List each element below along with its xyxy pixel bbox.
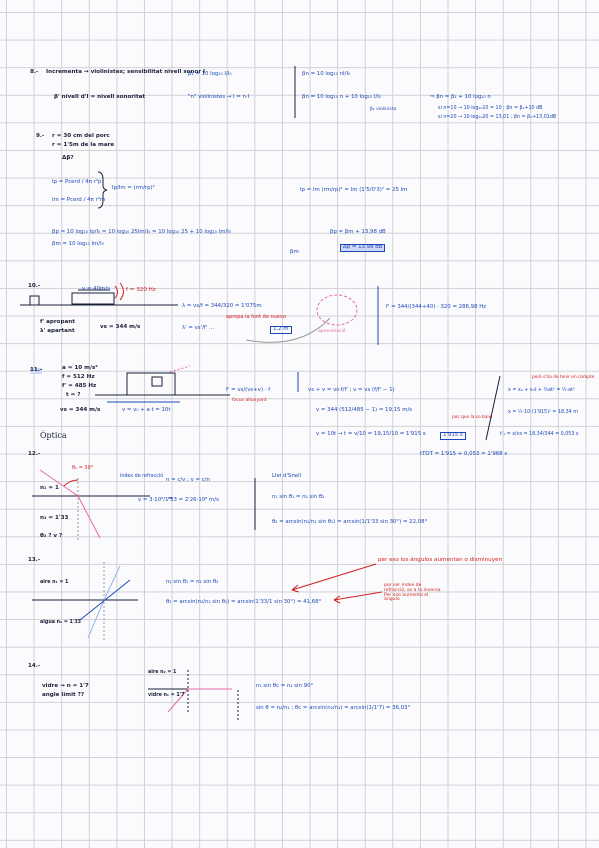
p11-answer-1: 1'915 s: [440, 432, 466, 440]
p10-answer-1: 1,2 m: [270, 326, 292, 334]
p11-velocity-eq: v = v₀ + a·t = 10t: [122, 407, 171, 413]
p10-sound-speed: vs = 344 m/s: [100, 324, 141, 330]
p8-formula-1: β₁ = 10 log₁₀ I/I₀: [188, 71, 232, 77]
p10-answer-2: f' = 344/(344+40) · 320 = 286,98 Hz: [386, 304, 487, 310]
problem-14-number: 14.-: [28, 663, 41, 669]
p14-medium-1: aire n₂ = 1: [148, 670, 177, 675]
problem-10-number: 10.-: [28, 283, 41, 289]
p8-statement-1: Incrementa → violinistes; sensibilitat n…: [46, 69, 206, 75]
p8-result-1: ⇒ βn = β₁ + 10 log₁₀ n: [430, 94, 491, 100]
p14-result: sin θ = n₂/n₁ ; θc = arcsin(n₂/n₁) = arc…: [256, 705, 411, 711]
p10-given-2: λ' apartant: [40, 328, 75, 334]
p9-ip-result: Ip = Im (rm/rp)² = Im (1'5/0'3)² = 25 Im: [300, 187, 408, 193]
p12-angle: θ₁ = 30°: [72, 465, 94, 471]
p12-speed-result: v = 3·10⁸/1'33 = 2'26·10⁸ m/s: [138, 497, 219, 503]
p9-formula-ip: Ip = Pcerd / 4π r²p: [52, 179, 102, 185]
p8-formula-4: βn = 10 log₁₀ n + 10 log₁₀ I/I₀: [302, 94, 381, 100]
p12-n2: n₂ = 1'33: [40, 515, 69, 521]
p10-frequency: f = 320 Hz: [126, 287, 156, 293]
p9-formula-im: Im = Pcerd / 4π r²m: [52, 197, 106, 203]
p12-snell-label: Llei d'Snell: [272, 473, 302, 479]
p12-question: θ₂ ? v ?: [40, 533, 63, 539]
p11-position-1: x = x₀ + v₀t + ½at² = ½·at²: [508, 388, 575, 393]
p11-given-f: f = 512 Hz: [62, 374, 95, 380]
p14-given-1: vidre → n = 1'7: [42, 683, 89, 689]
p13-result: θ₂ = arcsin(n₂/n₁ sin θ₁) = arcsin(1'33/…: [166, 599, 322, 605]
p9-given-2: r = 1'5m de la mare: [52, 142, 115, 148]
p10-annotation: aproximació: [318, 329, 346, 334]
p11-given-a: a = 10 m/s²: [62, 365, 98, 371]
p11-doppler-note: focus allunyant: [232, 398, 267, 403]
p11-given-fprime: f' = 485 Hz: [62, 383, 97, 389]
p10-lambda: λ = vs/f = 344/320 = 1'075m: [182, 303, 262, 309]
p9-bp-result: βp = βm + 13,98 dB: [330, 229, 386, 235]
p8-result-2: si n=10 → 10·log₁₀10 = 10 ; βn = β₁+10 d…: [438, 106, 543, 111]
p12-result: θ₂ = arcsin(n₁/n₂ sin θ₁) = arcsin(1/1'3…: [272, 519, 428, 525]
p9-bp-formula: βp = 10 log₁₀ Ip/I₀ = 10 log₁₀ 25Im/I₀ =…: [52, 229, 232, 235]
problem-12-number: 12.-: [28, 451, 41, 457]
p14-medium-2: vidre n₁ = 1'7: [148, 693, 185, 698]
problem-13-number: 13.-: [28, 557, 41, 563]
p13-snell: n₁ sin θ₁ = n₂ sin θ₂: [166, 579, 219, 585]
p8-result-3: si n=20 → 10·log₁₀20 = 13,01 ; βn = β₁+1…: [438, 115, 557, 120]
p8-statement-2: β' nivell d'I = nivell sonoritat: [54, 94, 146, 100]
p13-note-1: per eso los ángulos aumentan o disminuye…: [378, 557, 502, 563]
p12-snell: n₁ sin θ₁ = n₂ sin θ₂: [272, 494, 325, 500]
p8-formula-2: "n" violinistes → I = n·I: [188, 94, 250, 100]
p10-velocity: v = 40m/s: [82, 286, 110, 292]
p8-formula-3: βn = 10 log₁₀ nI/I₀: [302, 71, 351, 77]
p11-question: t = ?: [66, 392, 81, 398]
p10-given-1: f' apropant: [40, 319, 75, 325]
p9-bm-label: βm: [290, 249, 299, 255]
p12-index-label: índex de refracció: [120, 474, 164, 479]
p8-formula-4-note: β₁ violinista: [370, 107, 397, 112]
p11-position-2: x = ½·10·(1'915)² = 18,34 m: [508, 410, 578, 415]
p9-answer: Δβ = 13,98 dB: [340, 244, 386, 252]
p12-speed-formula: n = c/v ; v = c/n: [166, 477, 210, 483]
p11-note: poc que la so baixi: [452, 415, 493, 420]
p11-note-2: però s'ha de tenir en compte: [532, 375, 595, 380]
p13-medium-1: aire n₁ = 1: [40, 580, 69, 585]
p14-given-2: angle límit ??: [42, 692, 85, 698]
problem-8-number: 8.-: [30, 69, 39, 75]
p9-bm-formula: βm = 10 log₁₀ Im/I₀: [52, 241, 104, 247]
p11-sound-time: t'₁ = x/vs = 18,34/344 = 0,053 s: [500, 432, 579, 437]
p11-step-1: vs + v = vs·f/f' ; v = vs (f/f' − 1): [308, 387, 395, 393]
p13-note-2: por ser índex de refracció, se a la inve…: [384, 583, 442, 603]
p12-n1: n₁ = 1: [40, 485, 59, 491]
problem-9-number: 9.-: [36, 133, 45, 139]
p13-medium-2: aigua n₂ = 1'33: [40, 620, 81, 625]
p9-ratio: Ip/Im = (rm/rp)²: [112, 185, 155, 191]
p14-snell: n₁ sin θc = n₂ sin 90°: [256, 683, 314, 689]
problem-11-number: 11.-: [30, 367, 43, 374]
p10-note: apropa la font de nuevo: [226, 314, 286, 320]
section-title-optica: Òptica: [40, 431, 67, 440]
p9-given-1: r = 30 cm del porc: [52, 133, 110, 139]
p9-question: Δβ?: [62, 155, 74, 161]
p11-doppler: f' = vs/(vs+v) · f: [226, 387, 271, 393]
p11-answer-2: tTOT = 1'915 + 0,053 = 1'968 s: [420, 451, 508, 457]
p11-sound-speed: vs = 344 m/s: [60, 407, 101, 413]
p11-step-3: v = 10t → t = v/10 = 19,15/10 = 1'915 s: [316, 431, 426, 437]
p10-lambda-prime: λ' = vs'/f' ...: [182, 325, 215, 331]
p11-step-2: v = 344 (512/485 − 1) = 19,15 m/s: [316, 407, 413, 413]
